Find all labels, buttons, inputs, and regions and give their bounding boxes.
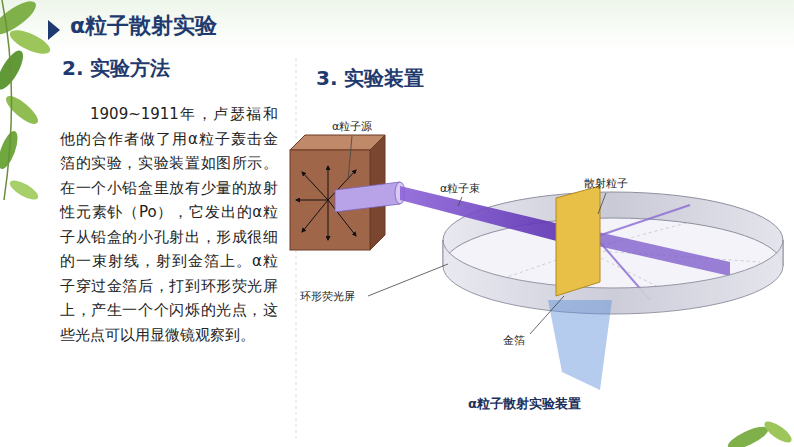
title-band [0,0,794,50]
title-marker [48,20,60,40]
part-label: α粒子源 [332,120,372,134]
gold-foil [556,186,600,296]
emission-arrow [302,200,328,232]
leaf [725,422,771,447]
section-heading: 3. 实验装置 [316,66,424,91]
collimator-tube [335,182,400,212]
leader-line [530,296,564,334]
ring-floor [443,218,783,314]
emission-arrow [296,200,328,201]
figure-caption: α粒子散射实验装置 [468,396,581,412]
emission-arrow [302,172,328,200]
emission-arrow [328,200,329,240]
emission-arrow [328,166,329,200]
leader-lines [348,136,606,334]
leader-line [458,197,462,206]
method-paragraph: 1909~1911年，卢瑟福和他的合作者做了用α粒子轰击金箔的实验，实验装置如图… [60,102,278,347]
alpha-beam [400,186,568,244]
part-label: 环形荧光屏 [300,290,355,304]
leaf [0,47,28,93]
leaf [2,92,42,128]
microscope-shape [548,300,612,390]
part-label: 金箔 [503,334,525,348]
leaf-stem [2,0,12,200]
box-top [290,135,385,150]
leader-line [368,264,448,296]
section-heading: 2. 实验方法 [62,56,170,81]
leaf [761,418,794,446]
leader-line [598,193,606,214]
part-label: 散射粒子 [584,177,628,191]
ring-front-band [443,240,783,314]
scattered-ray [598,205,690,236]
leader-line [348,136,352,180]
ring-back-band [443,192,783,266]
part-label: α粒子束 [440,182,480,196]
leaf [7,177,41,203]
slide-title: α粒子散射实验 [70,12,217,40]
transmitted-beam [598,232,730,276]
